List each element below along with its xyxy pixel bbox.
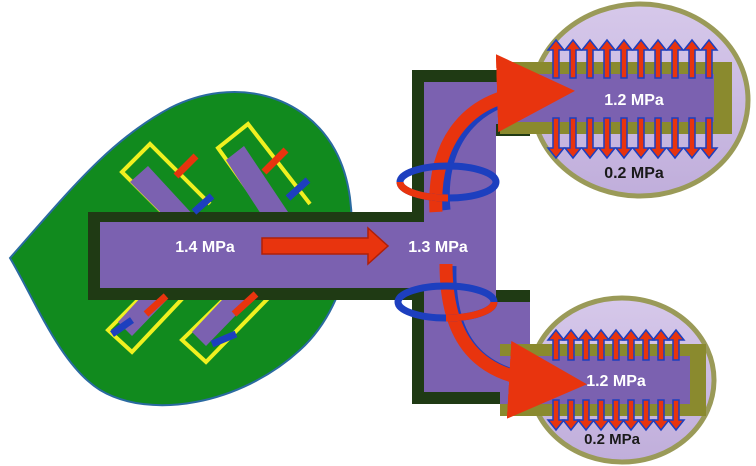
- turgor-arrow-icon: [621, 328, 641, 361]
- upper-sink-outer-label: 0.2 MPa: [604, 165, 664, 182]
- turgor-arrow-icon: [636, 399, 656, 432]
- water-arrow-icon: [191, 193, 215, 215]
- turgor-arrow-icon: [621, 399, 641, 432]
- turgor-arrow-icon: [597, 38, 617, 79]
- turgor-arrow-icon: [580, 117, 600, 160]
- sugar-loading-arrow-icon: [261, 147, 289, 175]
- turgor-arrow-icon: [665, 117, 685, 160]
- turgor-arrow-icon: [666, 328, 686, 361]
- turgor-arrow-icon: [614, 117, 634, 160]
- turgor-arrow-icon: [580, 38, 600, 79]
- main-tube-phloem: [100, 82, 530, 392]
- turgor-arrow-icon: [631, 38, 651, 79]
- turgor-arrow-icon: [606, 399, 626, 432]
- upper-sink-inner-label: 1.2 MPa: [604, 92, 664, 109]
- water-arrow-icon: [210, 330, 238, 348]
- turgor-arrow-icon: [606, 328, 626, 361]
- sugar-loading-arrow-icon: [173, 153, 199, 179]
- flow-arrow-icon: [429, 54, 575, 213]
- water-arrow-icon: [109, 317, 135, 337]
- turgor-arrow-icon: [648, 117, 668, 160]
- lower-sink-inner-label: 1.2 MPa: [586, 373, 646, 390]
- turgor-arrow-icon: [597, 117, 617, 160]
- turgor-arrow-icon: [631, 117, 651, 160]
- turgor-arrow-icon: [563, 117, 583, 160]
- water-arrow-icon: [285, 177, 311, 201]
- turgor-arrow-icon: [666, 399, 686, 432]
- turgor-arrow-icon: [614, 38, 634, 79]
- turgor-arrow-icon: [648, 38, 668, 79]
- turgor-arrow-icon: [682, 38, 702, 79]
- stem-pressure-label: 1.3 MPa: [408, 239, 468, 256]
- leaf-loading-arrows: [109, 147, 311, 348]
- turgor-arrow-icon: [699, 117, 719, 160]
- turgor-arrow-icon: [665, 38, 685, 79]
- turgor-arrow-icon: [591, 328, 611, 361]
- turgor-arrow-icon: [651, 328, 671, 361]
- lower-sink-outer-label: 0.2 MPa: [584, 431, 641, 448]
- turgor-arrow-icon: [699, 38, 719, 79]
- turgor-arrow-icon: [591, 399, 611, 432]
- turgor-arrow-icon: [636, 328, 656, 361]
- turgor-arrow-icon: [651, 399, 671, 432]
- flow-arrow-icon: [261, 226, 390, 266]
- circular-flow-arrow-icon: [394, 162, 500, 322]
- turgor-arrow-icon: [682, 117, 702, 160]
- sugar-loading-arrow-icon: [231, 291, 259, 317]
- leaf-pressure-label: 1.4 MPa: [175, 239, 235, 256]
- sugar-loading-arrow-icon: [143, 293, 169, 317]
